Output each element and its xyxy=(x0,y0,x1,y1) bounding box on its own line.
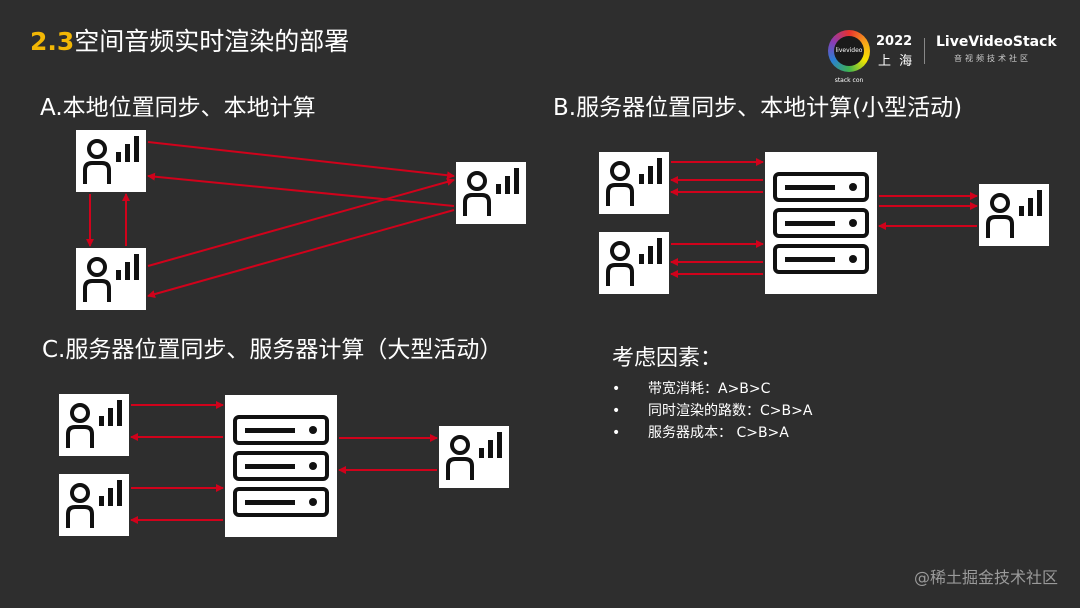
logo-city: 上 海 xyxy=(878,54,915,69)
section-b-label: B.服务器位置同步、本地计算(小型活动) xyxy=(553,95,963,121)
watermark: @稀土掘金技术社区 xyxy=(913,568,1058,587)
logo-brand: LiveVideoStack xyxy=(936,34,1057,50)
bullet: • xyxy=(612,403,621,419)
arrow xyxy=(147,141,455,180)
section-c-arrows xyxy=(130,401,438,524)
arrow xyxy=(147,178,455,267)
user-signal-icon xyxy=(57,392,131,458)
user-signal-icon xyxy=(57,472,131,538)
server-icon xyxy=(223,393,339,539)
list-item: • 同时渲染的路数：C>B>A xyxy=(612,400,812,422)
consideration-render-streams: 同时渲染的路数：C>B>A xyxy=(648,403,813,419)
logo-year: 2022 xyxy=(876,34,913,49)
server-icon xyxy=(763,150,879,296)
consideration-server-cost: 服务器成本： C>B>A xyxy=(648,425,789,441)
title-number: 2.3 xyxy=(30,27,75,56)
user-signal-icon xyxy=(74,128,148,194)
user-signal-icon xyxy=(454,160,528,226)
conference-logo: livevideo stack con 2022 上 海 LiveVideoSt… xyxy=(828,30,1063,84)
logo-separator xyxy=(924,38,925,64)
consideration-bandwidth: 带宽消耗：A>B>C xyxy=(648,381,771,397)
section-a-arrows xyxy=(86,141,455,298)
considerations-heading: 考虑因素： xyxy=(612,346,723,371)
user-signal-icon xyxy=(597,150,671,216)
section-b-arrows xyxy=(670,158,978,278)
bullet: • xyxy=(612,381,621,397)
logo-ring-icon: livevideo stack con xyxy=(828,30,870,84)
user-signal-icon xyxy=(597,230,671,296)
bullet: • xyxy=(612,425,621,441)
title-text: 空间音频实时渲染的部署 xyxy=(74,27,350,56)
section-a-label: A.本地位置同步、本地计算 xyxy=(40,95,316,121)
logo-brand-sub: 音视频技术社区 xyxy=(954,54,1031,63)
arrow xyxy=(147,209,455,298)
user-signal-icon xyxy=(74,246,148,312)
arrow xyxy=(147,172,455,207)
section-c-label: C.服务器位置同步、服务器计算（大型活动） xyxy=(42,337,503,363)
logo-badge-text: livevideo stack con xyxy=(834,36,864,84)
slide-title: 2.3空间音频实时渲染的部署 xyxy=(30,22,349,58)
user-signal-icon xyxy=(977,182,1051,248)
considerations-panel: 考虑因素： • 带宽消耗：A>B>C • 同时渲染的路数：C>B>A • 服务器成本：… xyxy=(612,340,812,444)
list-item: • 服务器成本： C>B>A xyxy=(612,422,812,444)
list-item: • 带宽消耗：A>B>C xyxy=(612,378,812,400)
considerations-list: • 带宽消耗：A>B>C • 同时渲染的路数：C>B>A • 服务器成本： C>B>A xyxy=(612,378,812,444)
user-signal-icon xyxy=(437,424,511,490)
